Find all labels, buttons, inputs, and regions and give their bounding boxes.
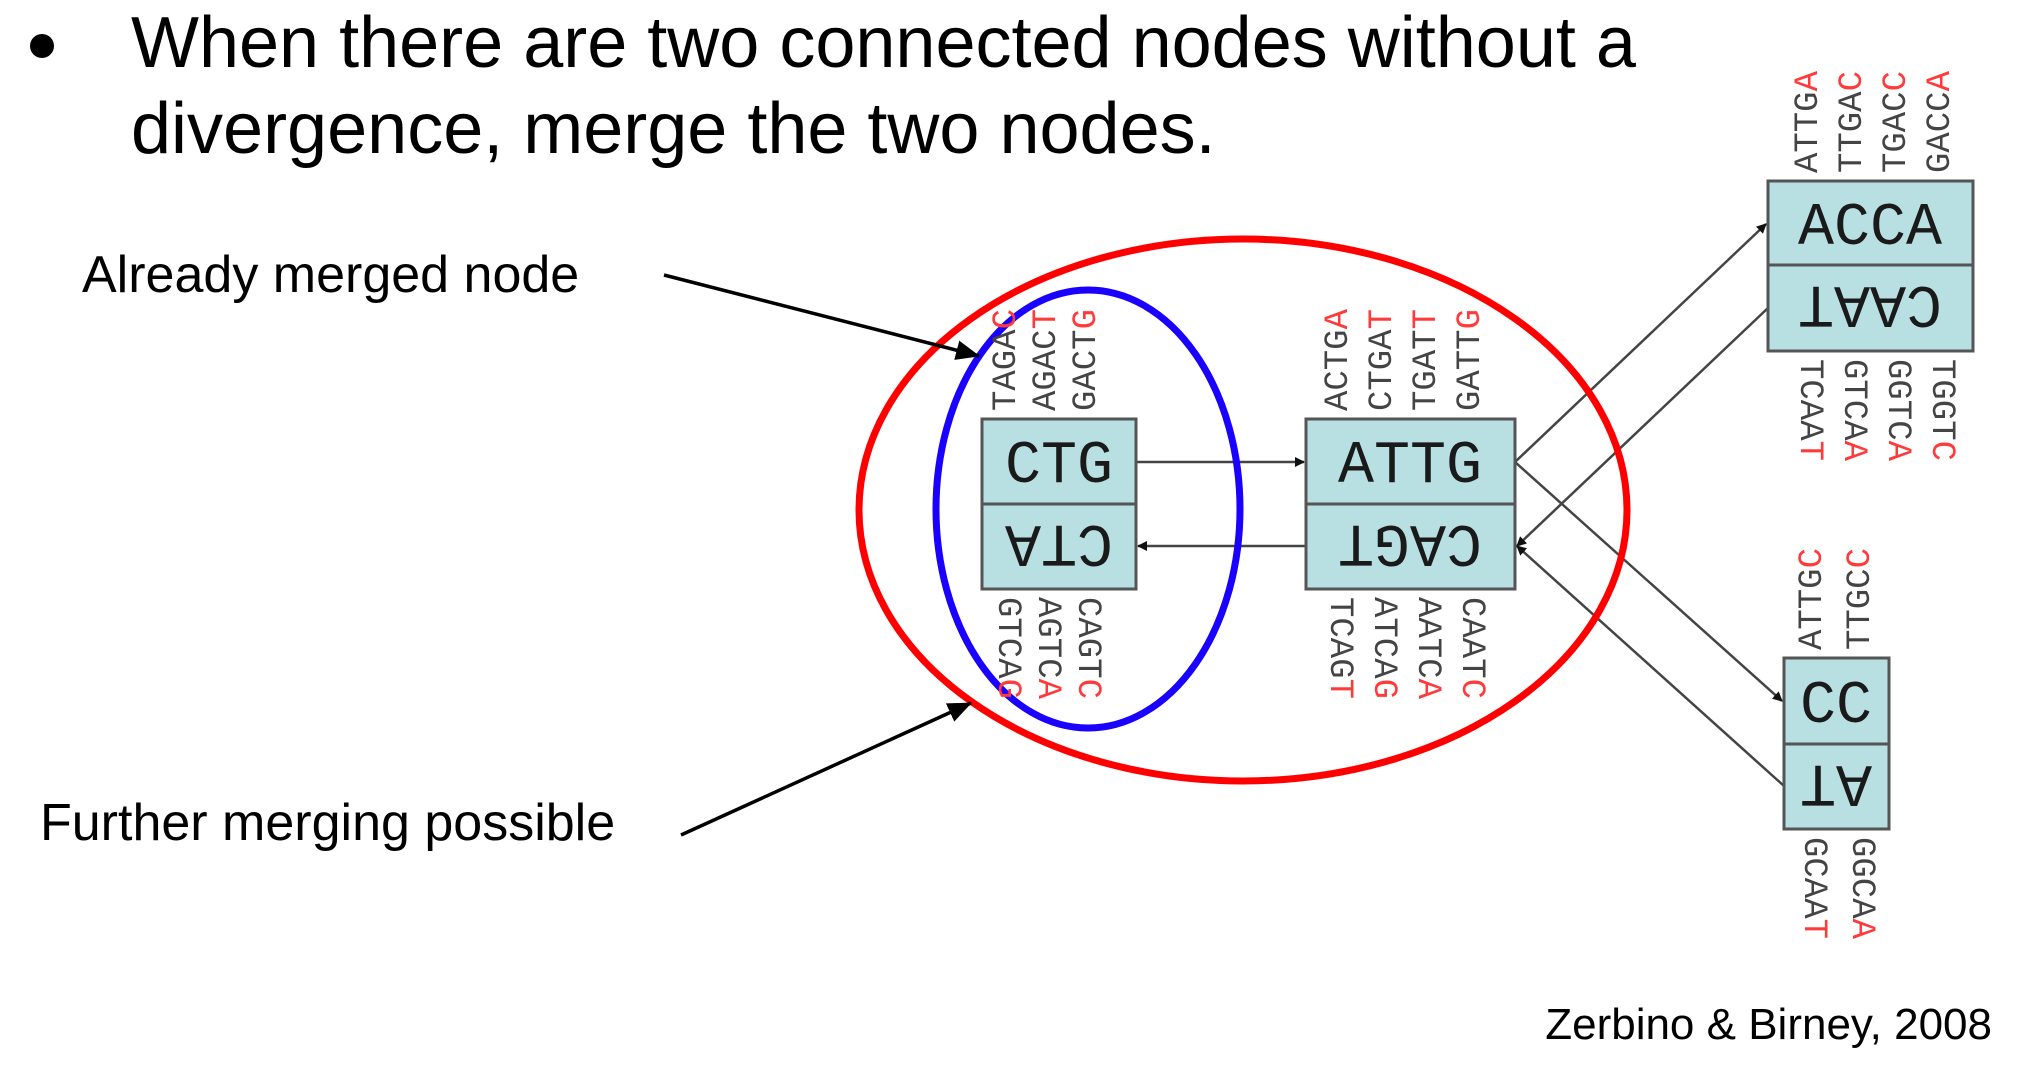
arrow-already-merged: [663, 273, 980, 360]
annotation-already-merged: Already merged node: [82, 246, 580, 304]
merged-region-outer-ellipse: [855, 235, 1631, 785]
kmer-label-cc-top: ATTGC: [1794, 548, 1832, 651]
merged-node-inner-ellipse: [932, 286, 1244, 732]
arrow-further-merging: [680, 701, 972, 837]
node-ctg-reverse: CTA: [1005, 507, 1113, 575]
annotation-further-merging: Further merging possible: [40, 794, 616, 852]
kmer-label-cc-top: TTGCC: [1842, 548, 1880, 651]
kmer-label-attg-bottom: AATCA: [1408, 597, 1446, 700]
edge-acca-to-attg: [1516, 307, 1769, 547]
kmer-label-acca-top: TTGAC: [1834, 71, 1872, 174]
kmer-label-acca-top: ATTGA: [1790, 71, 1828, 174]
kmer-label-ctg-bottom: AGTCA: [1028, 597, 1066, 700]
kmer-label-attg-bottom: CAATC: [1452, 597, 1490, 700]
edge-attg-to-acca: [1514, 223, 1767, 463]
kmer-label-attg-top: GATTG: [1452, 309, 1490, 412]
citation: Zerbino & Birney, 2008: [1545, 1000, 1992, 1049]
kmer-label-acca-bottom: TCAAT: [1790, 359, 1828, 462]
bullet-icon: [30, 34, 54, 58]
kmer-label-acca-bottom: TGGTC: [1922, 359, 1960, 462]
kmer-label-attg-bottom: TCAGT: [1320, 597, 1358, 700]
node-ctg: CTG CTA: [980, 417, 1138, 591]
node-cc: CC AT: [1782, 656, 1891, 831]
node-acca: ACCA CAAT: [1766, 179, 1975, 353]
node-acca-forward: ACCA: [1798, 195, 1942, 263]
kmer-label-acca-top: TGACC: [1878, 71, 1916, 174]
kmer-label-cc-bottom: GGCAA: [1842, 837, 1880, 940]
kmer-label-attg-top: TGATT: [1408, 309, 1446, 412]
edge-attg-to-cc: [1514, 461, 1783, 702]
kmer-label-attg-bottom: ATCAG: [1364, 597, 1402, 700]
node-attg: ATTG CAGT: [1304, 417, 1517, 591]
kmer-label-cc-bottom: GCAAT: [1794, 837, 1832, 940]
edge-cc-to-attg: [1516, 545, 1785, 787]
bullet-point: When there are two connected nodes witho…: [30, 0, 1771, 172]
node-attg-forward: ATTG: [1338, 433, 1482, 501]
kmer-label-attg-top: CTGAT: [1364, 309, 1402, 412]
kmer-label-ctg-top: TAGAC: [988, 309, 1026, 412]
kmer-label-ctg-bottom: CAGTC: [1068, 597, 1106, 700]
kmer-label-ctg-top: GACTG: [1068, 309, 1106, 412]
node-cc-forward: CC: [1800, 673, 1872, 741]
kmer-label-acca-bottom: GGTCA: [1878, 359, 1916, 462]
kmer-label-acca-top: GACCA: [1922, 71, 1960, 174]
bullet-text: When there are two connected nodes witho…: [131, 3, 1636, 169]
kmer-label-acca-bottom: GTCAA: [1834, 359, 1872, 462]
kmer-label-attg-top: ACTGA: [1320, 309, 1358, 412]
node-attg-reverse: CAGT: [1338, 507, 1482, 575]
node-ctg-forward: CTG: [1005, 433, 1113, 501]
node-acca-reverse: CAAT: [1798, 268, 1942, 336]
kmer-label-ctg-bottom: GTCAG: [988, 597, 1026, 700]
kmer-label-ctg-top: AGACT: [1028, 309, 1066, 412]
node-cc-reverse: AT: [1800, 747, 1872, 815]
